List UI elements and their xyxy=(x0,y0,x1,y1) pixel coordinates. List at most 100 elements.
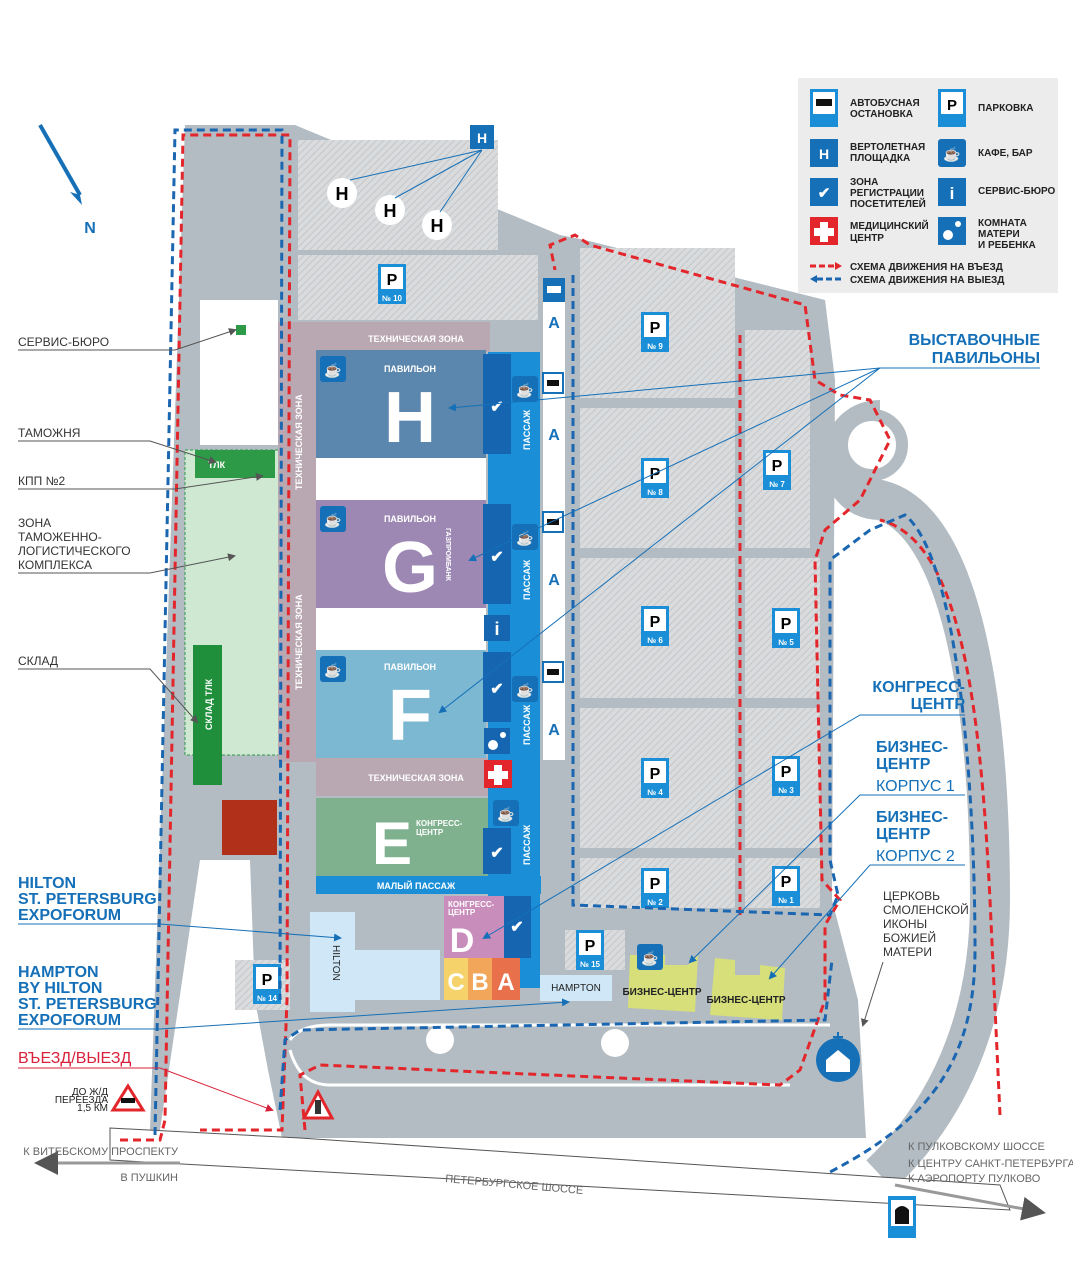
parking-sign-8: P№ 8 xyxy=(641,458,669,498)
pavilion-d-congress[interactable]: КОНГРЕСС- ЦЕНТР D xyxy=(444,896,504,960)
label-bc1: КОРПУС 1 xyxy=(876,778,955,795)
warehouse-tlk-label: СКЛАД ТЛК xyxy=(204,678,214,730)
arrow-to-pulkovo xyxy=(894,1183,1046,1221)
helipad-h: H xyxy=(336,184,349,204)
svg-text:P: P xyxy=(585,938,596,955)
label-railway: ПЕРЕЕЗДА xyxy=(55,1095,108,1106)
check-icon: ✔ xyxy=(818,185,831,202)
road-label: В ПУШКИН xyxy=(120,1172,178,1184)
tech-zone-left xyxy=(278,322,316,762)
svg-text:P: P xyxy=(387,272,398,289)
svg-text:P: P xyxy=(781,616,792,633)
parking-sign-6: P№ 6 xyxy=(641,606,669,646)
cafe-icons: ☕ ☕ ☕ ☕ ☕ ☕ ☕ xyxy=(320,356,538,826)
parking-sign-15: P№ 15 xyxy=(576,930,604,970)
svg-text:№ 7: № 7 xyxy=(769,480,785,489)
pavilion-b[interactable]: B xyxy=(468,958,492,1000)
label-warehouse: СКЛАД xyxy=(18,654,58,668)
pavilion-letter: F xyxy=(388,676,432,756)
gazprombank-logo: ГАЗПРОМБАНК xyxy=(444,528,451,582)
hilton-hotel[interactable]: HILTON xyxy=(310,912,440,1012)
helipads: H H H xyxy=(327,178,452,240)
svg-text:№ 14: № 14 xyxy=(257,994,278,1003)
bus-stop-icons xyxy=(542,278,565,683)
pavilion-letter: H xyxy=(384,378,436,458)
svg-text:ПЛОЩАДКА: ПЛОЩАДКА xyxy=(850,153,910,164)
check-icon: ✔ xyxy=(490,549,503,566)
cafe-icon: ☕ xyxy=(516,529,533,547)
label-service-bureau: СЕРВИС-БЮРО xyxy=(18,335,109,349)
parking-sign-3: P№ 3 xyxy=(772,756,800,796)
svg-text:№ 3: № 3 xyxy=(778,786,794,795)
pavilion-e-congress[interactable]: E КОНГРЕСС- ЦЕНТР xyxy=(316,798,491,877)
congress-label: ЦЕНТР xyxy=(416,828,444,837)
medical-center-icon xyxy=(484,760,512,788)
hampton-label: HAMPTON xyxy=(551,983,601,994)
small-passage xyxy=(316,876,541,894)
label-customs-zone: КОМПЛЕКСА xyxy=(18,558,92,572)
svg-text:ПАРКОВКА: ПАРКОВКА xyxy=(978,103,1034,114)
road-label: К ПУЛКОВСКОМУ ШОССЕ xyxy=(908,1141,1045,1153)
svg-text:№ 10: № 10 xyxy=(382,294,403,303)
pavilion-letter: C xyxy=(447,969,464,996)
business-center-2[interactable]: БИЗНЕС-ЦЕНТР xyxy=(706,958,786,1020)
svg-text:№ 5: № 5 xyxy=(778,638,794,647)
pavilion-a[interactable]: A xyxy=(492,958,520,1000)
helicopter-sign: H xyxy=(349,125,494,213)
pavilion-letter: A xyxy=(497,969,514,996)
svg-text:СХЕМА ДВИЖЕНИЯ НА ВЫЕЗД: СХЕМА ДВИЖЕНИЯ НА ВЫЕЗД xyxy=(850,275,1004,286)
passage-label: ПАССАЖ xyxy=(522,559,532,600)
check-icon: ✔ xyxy=(510,919,523,936)
label-church: МАТЕРИ xyxy=(883,945,932,959)
cafe-icon: ☕ xyxy=(497,805,514,823)
pavilion-c[interactable]: C xyxy=(444,958,468,1000)
business-center-label: БИЗНЕС-ЦЕНТР xyxy=(622,987,701,998)
road-label: К ВИТЕБСКОМУ ПРОСПЕКТУ xyxy=(23,1146,179,1158)
tech-zone-label: ТЕХНИЧЕСКАЯ ЗОНА xyxy=(294,594,304,690)
cafe-icon-business-center: ☕ xyxy=(637,944,663,970)
svg-text:№ 1: № 1 xyxy=(778,896,794,905)
exit-route xyxy=(153,128,977,1174)
small-passage-label: МАЛЫЙ ПАССАЖ xyxy=(377,880,456,891)
right-access-road xyxy=(822,400,1011,1190)
hampton-hotel[interactable]: HAMPTON xyxy=(540,975,612,1001)
cafe-icon: ☕ xyxy=(943,145,960,163)
label-railway: ДО Ж/Д xyxy=(72,1087,108,1098)
svg-text:АВТОБУСНАЯ: АВТОБУСНАЯ xyxy=(850,98,920,109)
parking-sign-4: P№ 4 xyxy=(641,758,669,798)
label-congress: КОНГРЕСС- xyxy=(872,679,965,696)
parking-sign-5: P № 5 xyxy=(772,608,800,648)
shuttle-marker: A xyxy=(548,315,560,332)
pavilion-letter: G xyxy=(382,528,438,608)
tech-zone-label: ТЕХНИЧЕСКАЯ ЗОНА xyxy=(368,334,464,344)
pavilion-g[interactable]: ПАВИЛЬОН G ГАЗПРОМБАНК xyxy=(316,500,486,608)
tlk-label: ТЛК xyxy=(208,460,226,470)
label-church: ИКОНЫ xyxy=(883,917,927,931)
hilton-label: HILTON xyxy=(330,945,341,981)
svg-text:СХЕМА ДВИЖЕНИЯ НА ВЪЕЗД: СХЕМА ДВИЖЕНИЯ НА ВЪЕЗД xyxy=(850,262,1003,273)
label-bc2: БИЗНЕС- xyxy=(876,809,948,826)
label-customs-zone: ЛОГИСТИЧЕСКОГО xyxy=(18,544,131,558)
shuttle-marker: A xyxy=(548,722,560,739)
svg-text:И РЕБЕНКА: И РЕБЕНКА xyxy=(978,240,1036,251)
label-kpp2: КПП №2 xyxy=(18,474,65,488)
svg-text:P: P xyxy=(947,97,957,114)
shuttle-marker: A xyxy=(548,572,560,589)
roundabout xyxy=(426,1026,454,1054)
label-hampton: BY HILTON xyxy=(18,980,102,997)
road-label: К ЦЕНТРУ САНКТ-ПЕТЕРБУРГА, xyxy=(908,1158,1073,1170)
svg-text:P: P xyxy=(650,466,661,483)
shuttle-markers: A A A A xyxy=(548,315,560,739)
parking-sign-14: P№ 14 xyxy=(253,964,281,1004)
svg-text:ОСТАНОВКА: ОСТАНОВКА xyxy=(850,109,913,120)
svg-text:КОМНАТА: КОМНАТА xyxy=(978,218,1027,229)
label-church: ЦЕРКОВЬ xyxy=(883,889,940,903)
traffic-light-sign xyxy=(301,1088,335,1120)
svg-text:МЕДИЦИНСКИЙ: МЕДИЦИНСКИЙ xyxy=(850,219,929,232)
legend-service-bureau: i СЕРВИС-БЮРО xyxy=(938,178,1056,206)
